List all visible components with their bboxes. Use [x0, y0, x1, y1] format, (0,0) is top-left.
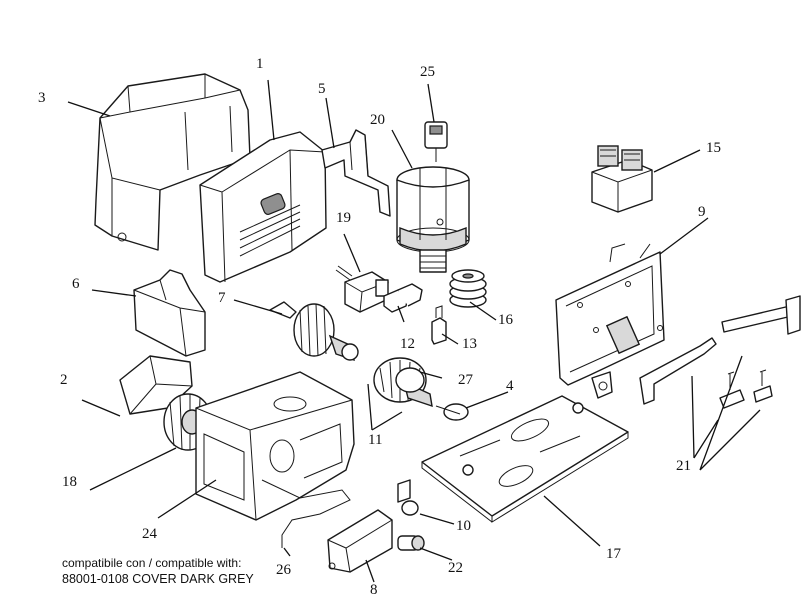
part-17-base-plate [421, 395, 629, 523]
callout-16: 16 [498, 312, 514, 328]
part-20-motor [396, 166, 470, 273]
callout-13: 13 [462, 336, 477, 352]
part-21-brackets [639, 295, 801, 409]
callout-2: 2 [60, 372, 68, 388]
part-4-screw [435, 403, 469, 421]
part-24-gearbox-housing [195, 371, 355, 521]
part-3-rear-cover [94, 73, 251, 251]
callout-labels: 3 1 5 25 20 15 9 19 6 7 12 13 16 2 27 4 … [38, 56, 721, 598]
callout-12: 12 [400, 336, 415, 352]
part-12-connectors [383, 283, 423, 313]
callout-24: 24 [142, 526, 158, 542]
part-26-wire [261, 479, 351, 548]
part-7-gear-shaft [269, 301, 359, 362]
callout-6: 6 [72, 276, 80, 292]
callout-11: 11 [368, 432, 382, 448]
part-5-bracket [321, 129, 391, 217]
leader-lines [67, 79, 761, 583]
compatibility-caption: compatibile con / compatible with: [62, 556, 242, 570]
callout-18: 18 [62, 474, 77, 490]
callout-5: 5 [318, 81, 326, 97]
callout-19: 19 [336, 210, 351, 226]
part-25-connector [424, 121, 448, 162]
part-15-transformer [591, 145, 653, 213]
callout-22: 22 [448, 560, 463, 576]
part-16-washers [449, 269, 487, 308]
part-8-small-cover [327, 509, 393, 573]
part-22-knob [397, 535, 425, 551]
callout-17: 17 [606, 546, 622, 562]
compatibility-part-number: 88001-0108 COVER DARK GREY [62, 572, 254, 586]
part-27-output-gear [373, 357, 433, 408]
callout-4: 4 [506, 378, 514, 394]
callout-8: 8 [370, 582, 378, 598]
callout-27: 27 [458, 372, 474, 388]
callout-7: 7 [218, 290, 226, 306]
part-19-limit-switch [335, 265, 389, 313]
callout-10: 10 [456, 518, 471, 534]
part-13-clip [431, 305, 447, 345]
callout-21: 21 [676, 458, 691, 474]
callout-1: 1 [256, 56, 264, 72]
part-1-front-cover [199, 131, 327, 283]
part-9-mounting-plate [555, 243, 665, 399]
callout-25: 25 [420, 64, 435, 80]
part-6-guard [133, 269, 206, 357]
callout-3: 3 [38, 90, 46, 106]
callout-20: 20 [370, 112, 385, 128]
callout-26: 26 [276, 562, 292, 578]
callout-15: 15 [706, 140, 721, 156]
part-10-lock [397, 479, 419, 516]
callout-9: 9 [698, 204, 706, 220]
